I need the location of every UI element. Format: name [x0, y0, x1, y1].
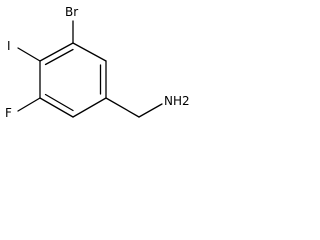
ring-bond-c3-c4: [39, 97, 74, 118]
ring-bond-c6-c1: [72, 42, 107, 62]
structure-diagram: Br I F NH2: [5, 5, 190, 120]
atom-label-f: F: [5, 106, 12, 120]
bond-c3-f: [17, 97, 41, 112]
bond-c5-ch2: [105, 97, 140, 118]
ring-bond-c1-c2: [39, 42, 74, 62]
bond-ch2-n: [138, 103, 163, 118]
double-bond-inner-c3-c4: [44, 93, 74, 112]
atom-label-i: I: [7, 39, 11, 53]
double-bond-inner-c1-c2: [44, 48, 74, 66]
ring-bond-c4-c5: [72, 97, 107, 118]
bond-c2-i: [17, 47, 41, 62]
atom-label-br: Br: [65, 5, 78, 19]
atom-label-nh2: NH2: [164, 94, 190, 108]
